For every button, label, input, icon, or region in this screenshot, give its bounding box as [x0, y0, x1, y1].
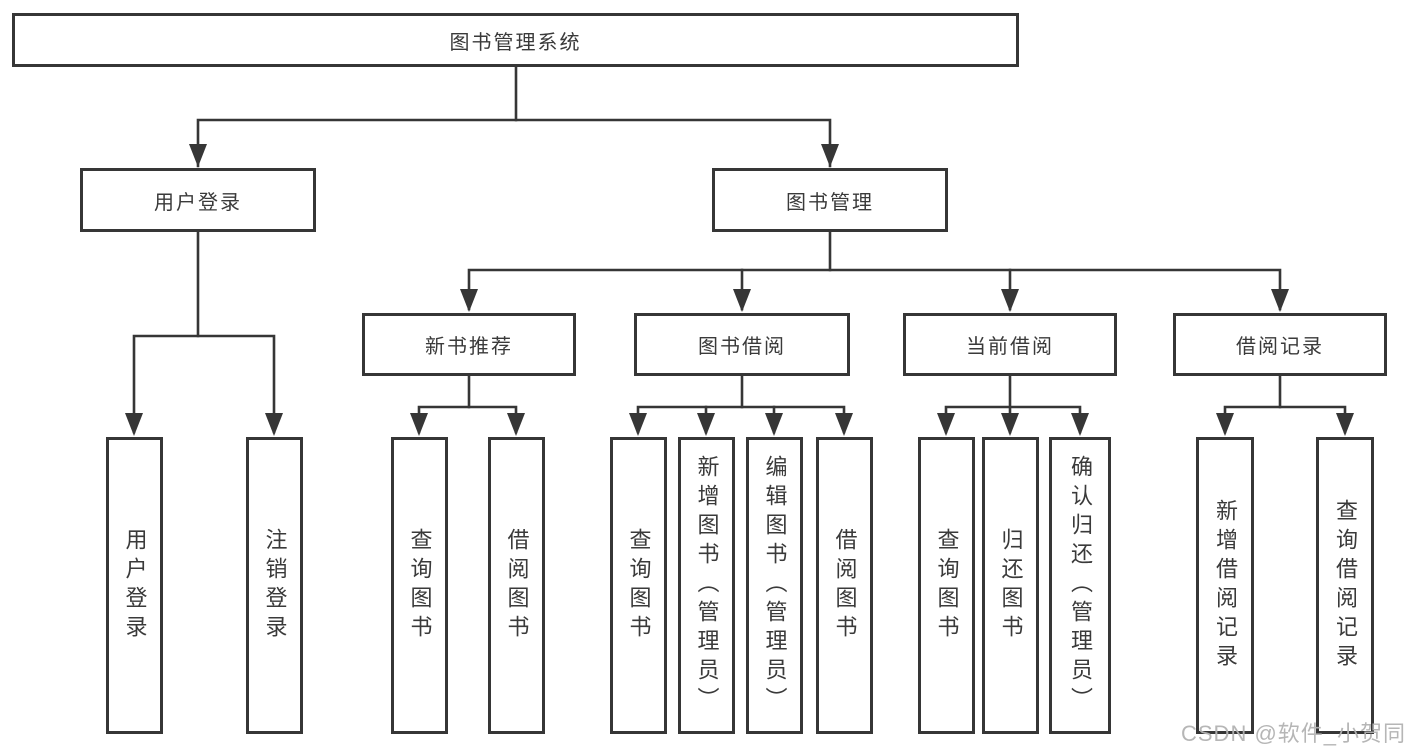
leaf-label: 新增图书（管理员） — [694, 455, 720, 716]
csdn-watermark: CSDN @软件_小贺同学 — [1181, 721, 1405, 746]
connector-lines — [132, 65, 1347, 434]
node-label: 图书管理 — [786, 191, 874, 214]
arrow-down-icon — [460, 289, 478, 312]
leaf-records-query-record: 查询借阅记录 — [1316, 437, 1374, 734]
node-current-borrow: 当前借阅 — [903, 313, 1117, 376]
arrow-down-icon — [1216, 413, 1234, 436]
connector-arrowheads — [125, 144, 1354, 436]
arrow-down-icon — [1001, 289, 1019, 312]
leaf-recommend-borrow-books: 借阅图书 — [488, 437, 545, 734]
leaf-label: 归还图书 — [998, 527, 1024, 644]
arrow-down-icon — [937, 413, 955, 436]
arrow-down-icon — [1336, 413, 1354, 436]
leaf-records-add-record: 新增借阅记录 — [1196, 437, 1254, 734]
node-label: 新书推荐 — [425, 336, 513, 358]
node-label: 用户登录 — [154, 191, 242, 214]
node-label: 借阅记录 — [1236, 336, 1324, 358]
arrow-down-icon — [1001, 413, 1019, 436]
leaf-label: 注销登录 — [262, 527, 288, 644]
arrow-down-icon — [410, 413, 428, 436]
leaf-label: 新增借阅记录 — [1213, 498, 1238, 673]
arrow-down-icon — [629, 413, 647, 436]
leaf-label: 借阅图书 — [504, 527, 530, 644]
leaf-current-confirm-return-admin: 确认归还（管理员） — [1049, 437, 1111, 734]
node-label: 图书借阅 — [698, 336, 786, 358]
node-book-borrow: 图书借阅 — [634, 313, 850, 376]
leaf-user-login: 用户登录 — [106, 437, 163, 734]
leaf-borrow-borrow-books: 借阅图书 — [816, 437, 873, 734]
arrow-down-icon — [733, 289, 751, 312]
arrow-down-icon — [697, 413, 715, 436]
leaf-current-query-books: 查询图书 — [918, 437, 975, 734]
node-book-management: 图书管理 — [712, 168, 948, 232]
leaf-label: 编辑图书（管理员） — [762, 455, 788, 716]
arrow-down-icon — [821, 144, 839, 167]
leaf-logout: 注销登录 — [246, 437, 303, 734]
node-user-login: 用户登录 — [80, 168, 316, 232]
leaf-current-return-books: 归还图书 — [982, 437, 1039, 734]
node-borrow-records: 借阅记录 — [1173, 313, 1387, 376]
arrow-down-icon — [1271, 289, 1289, 312]
leaf-label: 查询借阅记录 — [1333, 498, 1358, 673]
arrow-down-icon — [765, 413, 783, 436]
leaf-borrow-add-books-admin: 新增图书（管理员） — [678, 437, 735, 734]
leaf-label: 查询图书 — [407, 527, 433, 644]
leaf-label: 确认归还（管理员） — [1068, 455, 1093, 716]
arrow-down-icon — [265, 413, 283, 436]
arrow-down-icon — [125, 413, 143, 436]
leaf-label: 查询图书 — [626, 527, 652, 644]
arrow-down-icon — [1071, 413, 1089, 436]
leaf-label: 用户登录 — [122, 527, 148, 644]
arrow-down-icon — [835, 413, 853, 436]
leaf-borrow-edit-books-admin: 编辑图书（管理员） — [746, 437, 803, 734]
leaf-recommend-query-books: 查询图书 — [391, 437, 448, 734]
arrow-down-icon — [507, 413, 525, 436]
node-new-book-recommend: 新书推荐 — [362, 313, 576, 376]
leaf-label: 借阅图书 — [832, 527, 858, 644]
node-label: 图书管理系统 — [449, 31, 582, 54]
node-library-management-system: 图书管理系统 — [12, 13, 1019, 67]
node-label: 当前借阅 — [966, 336, 1054, 358]
arrow-down-icon — [189, 144, 207, 167]
leaf-borrow-query-books: 查询图书 — [610, 437, 667, 734]
leaf-label: 查询图书 — [934, 527, 960, 644]
